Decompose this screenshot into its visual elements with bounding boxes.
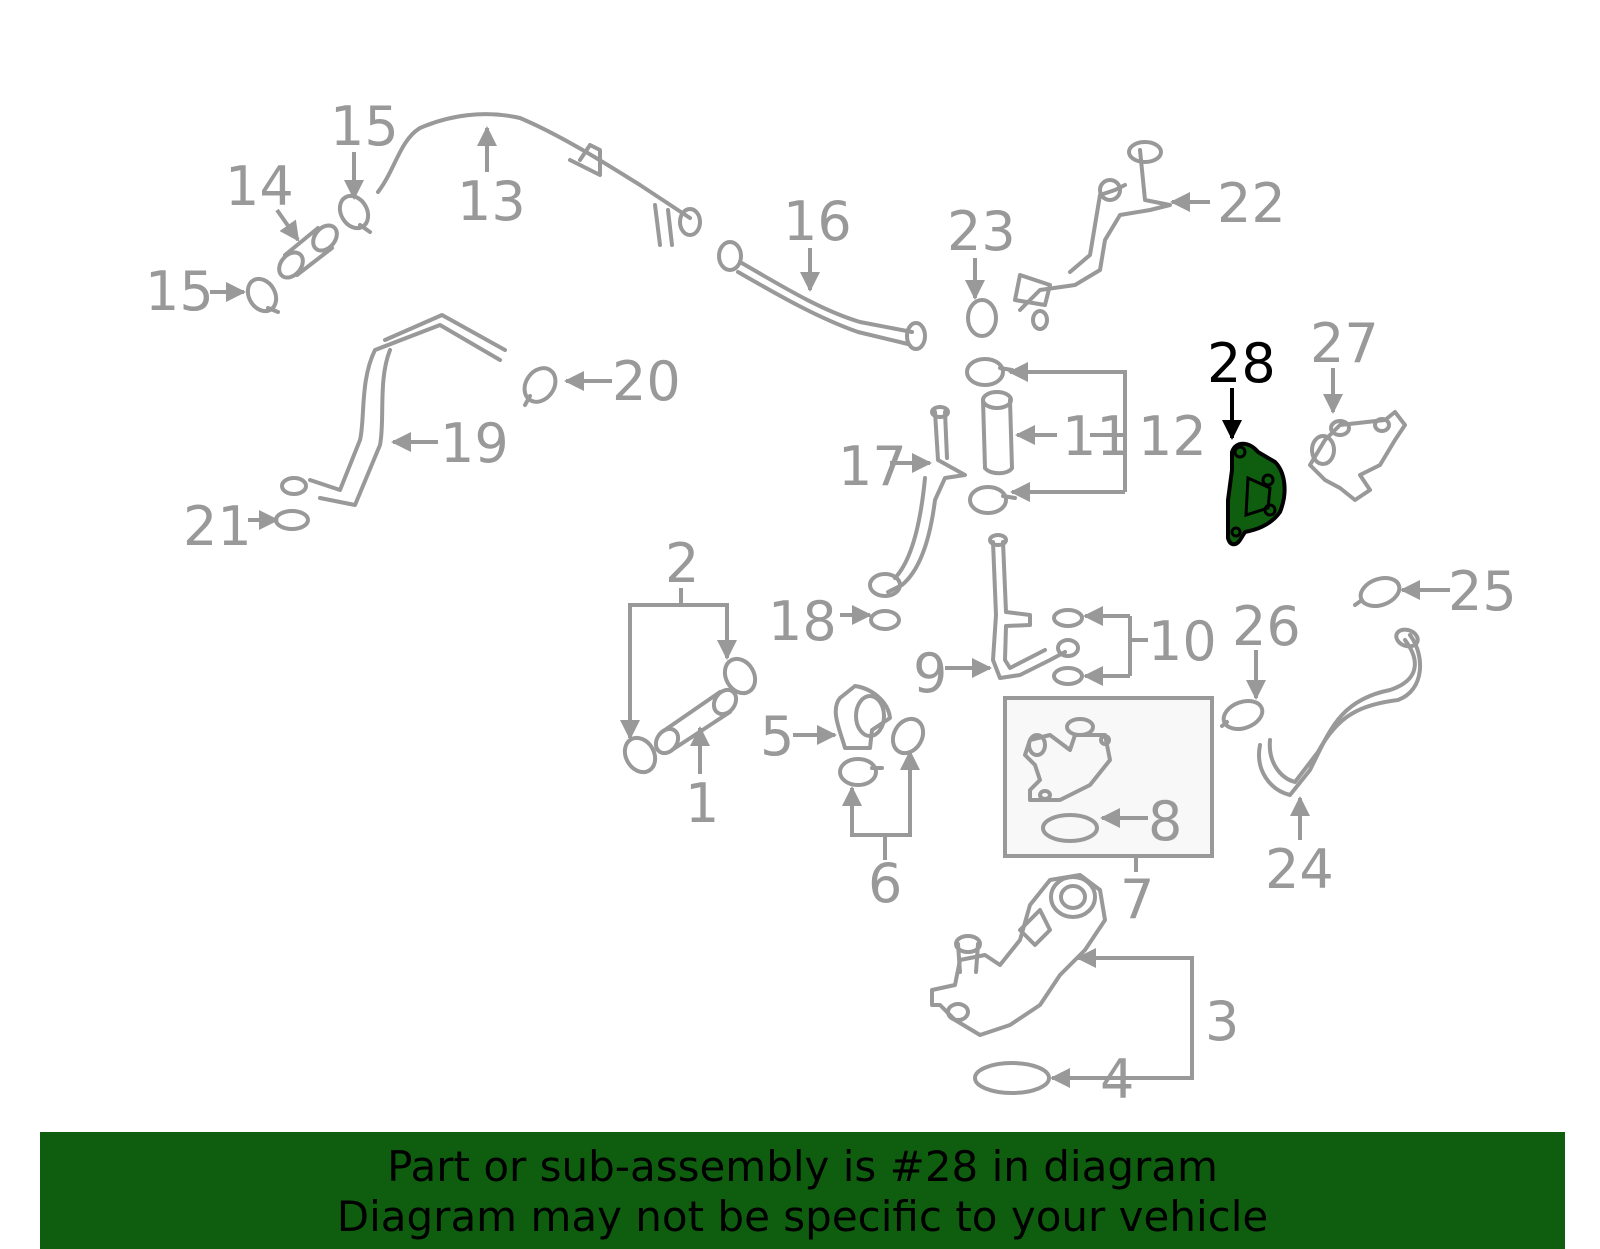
- part-11-hose: [981, 390, 1014, 476]
- part-18-o-ring: [869, 609, 901, 631]
- part-21-o-ring: [274, 509, 310, 531]
- part-4-gasket: [973, 1061, 1051, 1095]
- part-9-tube: [988, 533, 1080, 680]
- part-13-pipe: [376, 112, 702, 247]
- part-25-clamp: [1353, 575, 1402, 609]
- label-12: 12: [1138, 405, 1207, 468]
- part-15-clamp-lower: [245, 276, 280, 314]
- part-19-hose: [280, 313, 507, 507]
- label-8: 8: [1148, 790, 1182, 853]
- label-26: 26: [1232, 595, 1301, 658]
- label-10: 10: [1148, 610, 1217, 673]
- part-6-clamp-right: [890, 716, 926, 756]
- info-banner: Part or sub-assembly is #28 in diagram D…: [40, 1132, 1565, 1249]
- part-22-fitting: [1013, 140, 1172, 331]
- label-27: 27: [1310, 312, 1379, 375]
- part-14-hose: [277, 223, 339, 280]
- banner-line-1: Part or sub-assembly is #28 in diagram: [387, 1142, 1218, 1191]
- label-5: 5: [760, 705, 794, 768]
- label-22: 22: [1217, 172, 1286, 235]
- part-17-tube: [868, 405, 967, 598]
- label-6: 6: [868, 852, 902, 915]
- part-10-o-ring-upper: [1052, 608, 1084, 628]
- label-1: 1: [685, 772, 719, 835]
- label-28-highlighted: 28: [1207, 332, 1276, 395]
- leader-lines: [210, 126, 1450, 1088]
- label-18: 18: [768, 590, 837, 653]
- part-12-clamp-upper: [965, 357, 1014, 387]
- label-20: 20: [612, 350, 681, 413]
- part-labels: 15 14 15 13 16 23 22 20 19 21 11 12 17 1…: [145, 95, 1517, 1111]
- part-1-hose: [653, 687, 739, 756]
- part-10-o-ring-lower: [1052, 666, 1084, 686]
- label-3: 3: [1205, 990, 1239, 1053]
- part-6-clamp-left: [838, 757, 884, 787]
- label-16: 16: [783, 190, 852, 253]
- part-27-housing: [1308, 410, 1407, 502]
- label-14: 14: [225, 155, 294, 218]
- part-23-o-ring: [966, 298, 998, 338]
- part-26-clamp: [1220, 698, 1265, 732]
- banner-line-2: Diagram may not be specific to your vehi…: [336, 1192, 1269, 1241]
- label-23: 23: [947, 200, 1016, 263]
- label-4: 4: [1100, 1048, 1134, 1111]
- label-25: 25: [1448, 560, 1517, 623]
- label-19: 19: [440, 412, 509, 475]
- part-20-clamp: [522, 366, 558, 407]
- part-3-housing: [930, 873, 1107, 1037]
- part-24-hose: [1257, 627, 1423, 797]
- part-2-clamp-right: [722, 656, 758, 696]
- part-5-elbow: [833, 684, 892, 750]
- label-7: 7: [1120, 868, 1154, 931]
- label-13: 13: [457, 170, 526, 233]
- part-7-group-box: [1003, 696, 1214, 858]
- label-21: 21: [183, 495, 252, 558]
- label-9: 9: [913, 642, 947, 705]
- part-12-clamp-lower: [968, 485, 1017, 515]
- label-15-top: 15: [330, 95, 399, 158]
- part-7-thermostat: [1023, 717, 1112, 802]
- label-24: 24: [1265, 838, 1334, 901]
- label-15-left: 15: [145, 260, 214, 323]
- part-16-pipe: [717, 240, 927, 351]
- part-28-bracket-highlighted: [1226, 441, 1287, 547]
- label-11: 11: [1062, 405, 1131, 468]
- label-17: 17: [838, 435, 907, 498]
- label-2: 2: [665, 532, 699, 595]
- part-8-seal: [1041, 813, 1099, 843]
